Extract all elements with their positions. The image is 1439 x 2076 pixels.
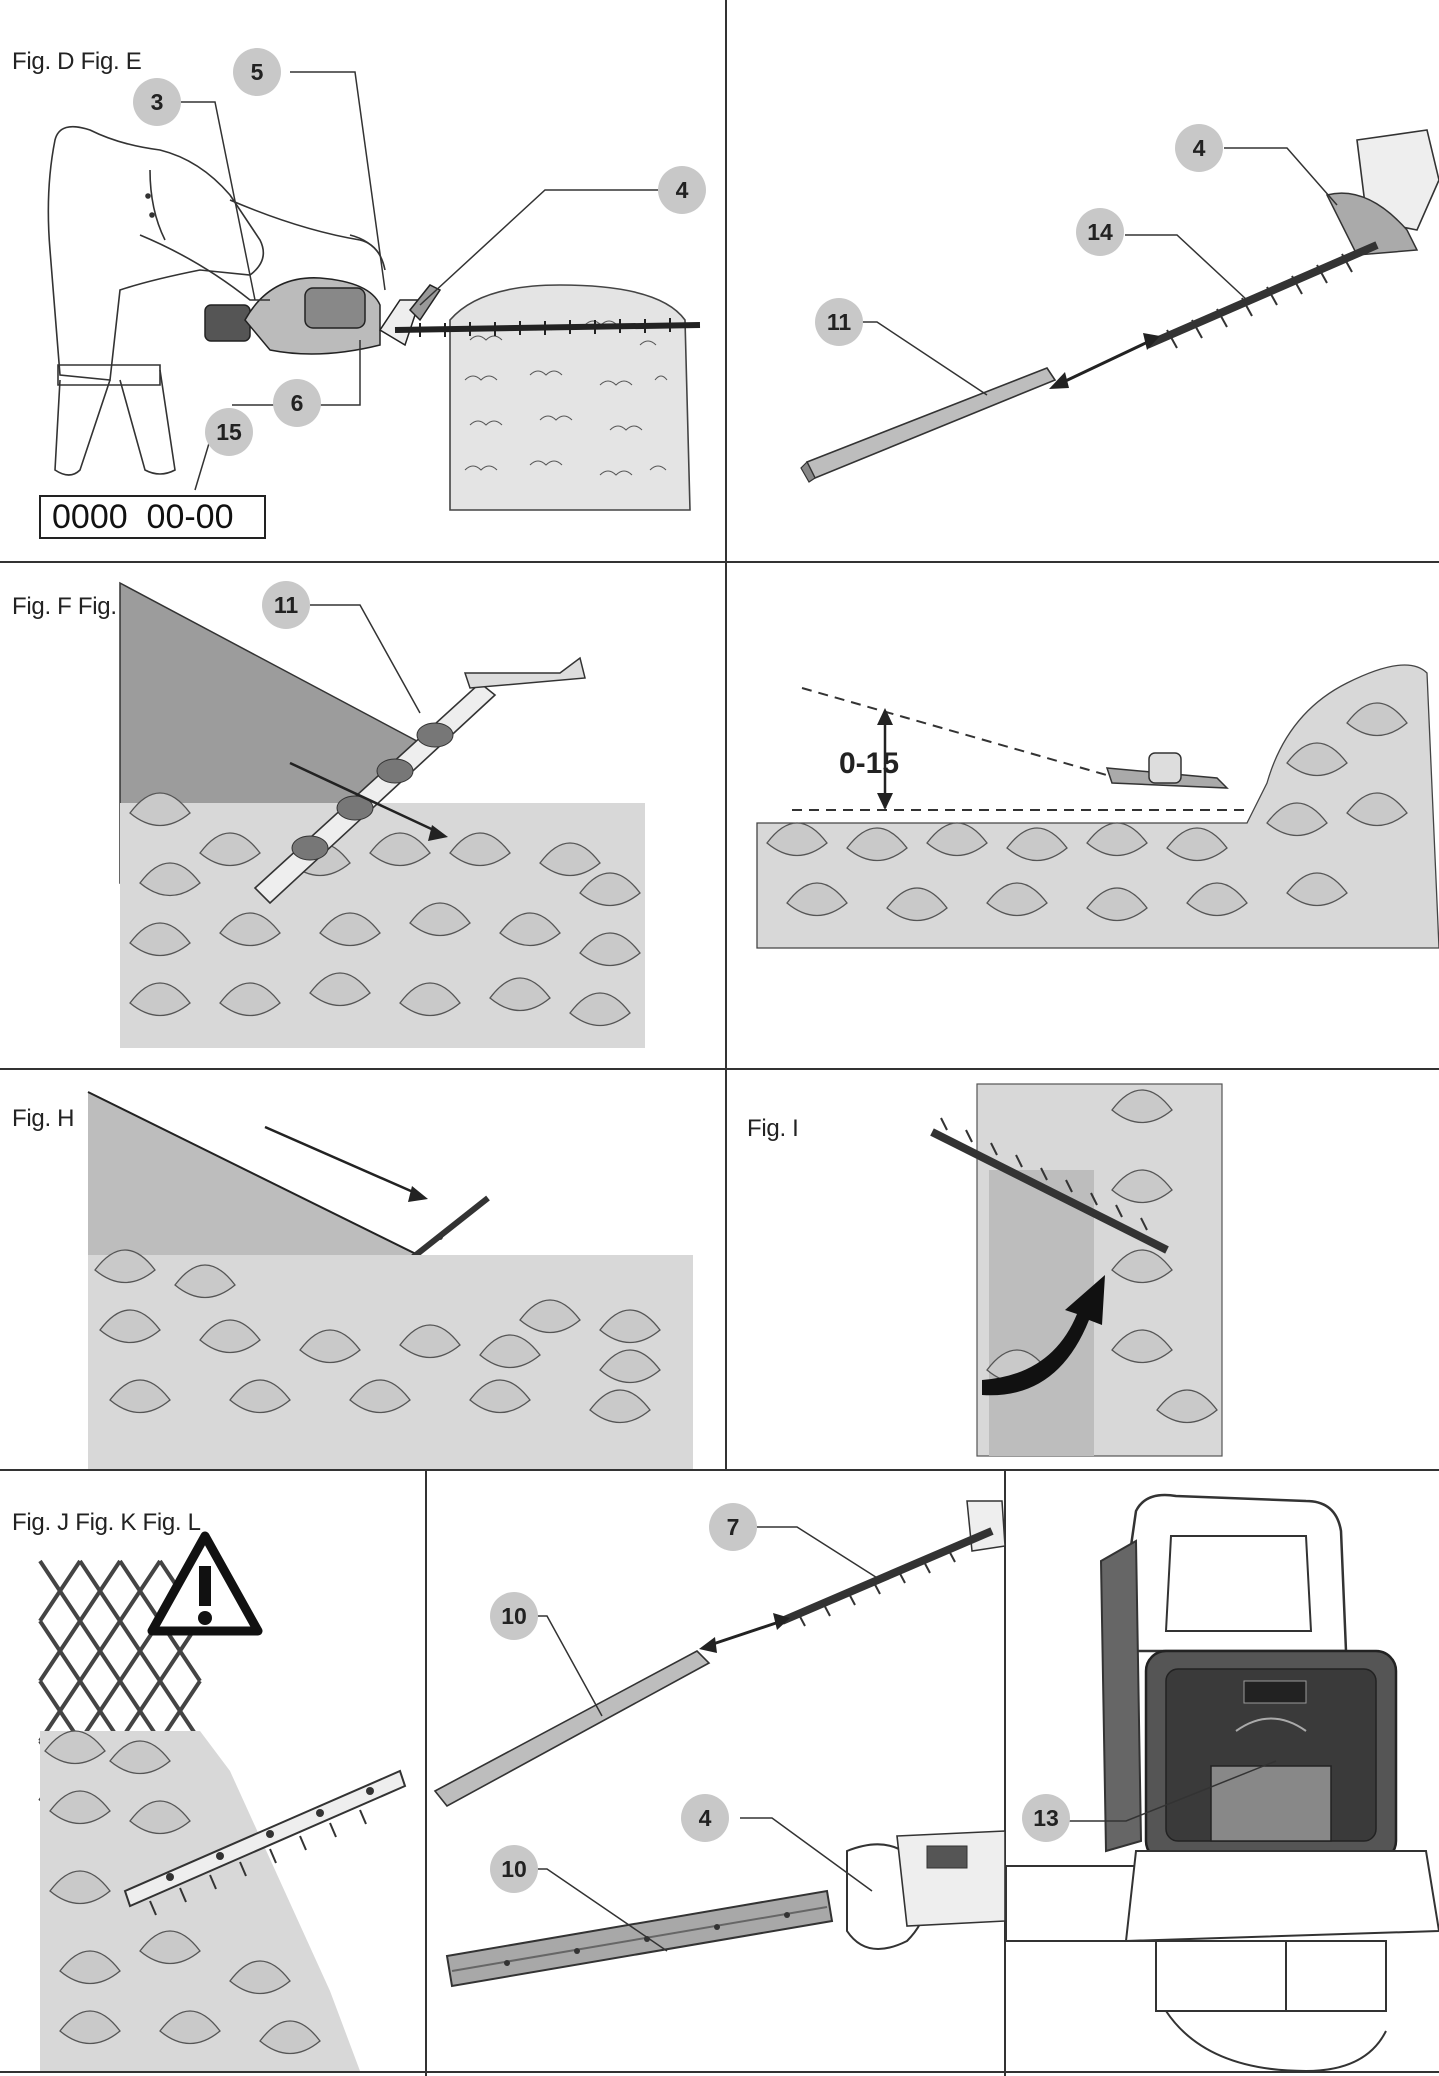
hedge-trimmer <box>204 277 701 355</box>
callout-circle <box>273 379 321 427</box>
blade-cover <box>805 367 1057 480</box>
callout-circle <box>205 408 253 456</box>
fig-l-illustration: 13 <box>1006 1493 1439 2071</box>
figure-label-row1: Fig. D Fig. E <box>12 48 142 75</box>
trimmer-body <box>463 656 586 689</box>
battery-release <box>1210 1765 1332 1842</box>
warning-triangle-icon <box>147 1531 263 1636</box>
callout-3: 3 <box>151 89 164 115</box>
figure-j: Fig. J Fig. K Fig. L <box>0 1471 426 2076</box>
motion-arrow <box>264 1125 421 1197</box>
fig-k-callouts: 7 10 4 10 <box>490 1503 757 1893</box>
callout-circle <box>1022 1794 1070 1842</box>
fig-j-illustration <box>38 1531 407 2071</box>
callout-11: 11 <box>827 309 852 335</box>
callout-14: 14 <box>1087 219 1113 245</box>
fig-d-illustration: 5 3 4 15 6 0000 00-00 <box>39 48 706 539</box>
callout-4: 4 <box>676 177 689 203</box>
callout-15: 15 <box>216 419 242 445</box>
callout-6: 6 <box>291 390 304 416</box>
figure-l: 13 <box>1006 1471 1439 2071</box>
callout-10-lower: 10 <box>501 1856 527 1882</box>
fig-h-illustration <box>87 1091 693 1469</box>
hedge-leaves <box>40 1730 360 2071</box>
callout-4: 4 <box>1193 135 1206 161</box>
callout-circle <box>490 1592 538 1640</box>
callout-circle <box>233 48 281 96</box>
callout-13: 13 <box>1033 1805 1059 1831</box>
figure-k: 7 10 4 10 <box>427 1471 1005 2076</box>
callout-circle <box>709 1503 757 1551</box>
date-code-text: 0000 00-00 <box>52 498 234 536</box>
date-code-box <box>39 495 266 539</box>
hedge-shape <box>449 284 691 511</box>
figure-e: 4 14 11 <box>727 0 1439 562</box>
callout-11: 11 <box>274 592 299 618</box>
figure-g: 0-15 <box>727 563 1439 1069</box>
blade <box>930 1128 1169 1254</box>
callout-circle <box>815 298 863 346</box>
blade <box>1145 241 1379 349</box>
figure-label-row3-right: Fig. I <box>747 1115 799 1142</box>
hedge-leaves <box>120 792 645 1048</box>
operator-figure <box>47 125 265 476</box>
blade <box>123 1769 407 1908</box>
callout-4: 4 <box>699 1805 712 1831</box>
motion-arrow <box>289 761 441 835</box>
fig-g-illustration: 0-15 <box>756 664 1439 949</box>
callout-10-upper: 10 <box>501 1603 527 1629</box>
callout-circle <box>262 581 310 629</box>
fig-i-illustration <box>930 1083 1223 1457</box>
blade-cover-upper <box>433 1650 711 1808</box>
motor-housing <box>896 1830 1005 1927</box>
hedge-leaves <box>88 1249 693 1469</box>
hand-guard <box>1325 192 1419 256</box>
angle-label: 0-15 <box>839 747 899 780</box>
callout-circle <box>133 78 181 126</box>
battery-pack <box>204 304 251 342</box>
figure-f: Fig. F Fig. G <box>0 563 726 1069</box>
fig-e-callouts: 4 14 11 <box>815 124 1223 346</box>
angle-line <box>801 687 1118 779</box>
removal-arrow <box>706 1619 783 1648</box>
blade-upper <box>780 1527 994 1625</box>
fig-d-callouts: 5 3 4 15 6 <box>133 48 706 456</box>
figure-h: Fig. H <box>0 1070 726 1469</box>
hedge-leaves <box>756 664 1439 949</box>
fig-e-illustration: 4 14 11 <box>800 124 1439 483</box>
fig-f-illustration: 11 <box>119 581 645 1048</box>
callout-7: 7 <box>727 1514 740 1540</box>
curved-arrow-icon <box>982 1275 1105 1396</box>
tool-side <box>1099 1539 1143 1853</box>
callout-5: 5 <box>251 59 264 85</box>
fig-k-illustration: 7 10 4 10 <box>433 1500 1005 1988</box>
callout-circle <box>1175 124 1223 172</box>
figure-i: Fig. I <box>727 1070 1439 1469</box>
cover-windows <box>291 722 454 861</box>
removal-arrow <box>1056 338 1153 387</box>
callout-circle <box>490 1845 538 1893</box>
figure-d: Fig. D Fig. E <box>0 0 726 562</box>
figure-label-row4: Fig. J Fig. K Fig. L <box>12 1509 201 1536</box>
callout-circle <box>681 1794 729 1842</box>
callout-circle <box>658 166 706 214</box>
figure-label-row3-left: Fig. H <box>12 1105 75 1132</box>
callout-circle <box>1076 208 1124 256</box>
